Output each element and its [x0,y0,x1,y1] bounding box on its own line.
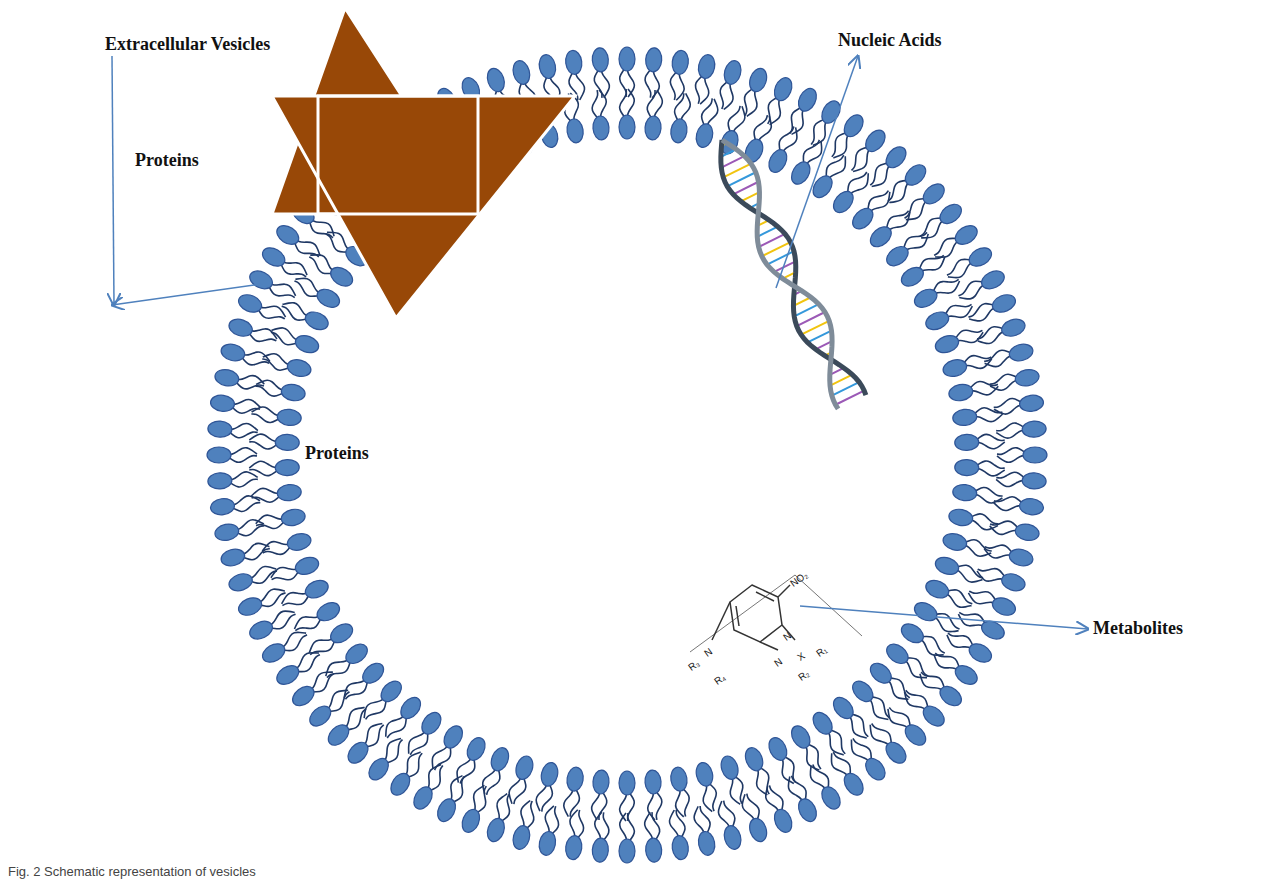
label-text: Proteins [135,150,199,171]
label-text: Extracellular Vesicles [105,34,270,55]
leader-arrows [112,56,1088,629]
chem-atom: N [702,646,714,659]
metabolite-structure [690,575,862,652]
membrane-protein [272,8,575,318]
chem-atom: N [772,656,784,669]
figure-caption: Fig. 2 Schematic representation of vesic… [8,864,256,879]
label-text: Metabolites [1093,618,1183,639]
chem-atom: R₃ [686,658,702,673]
chem-atom: N [781,630,793,643]
chem-atom: R₄ [712,672,728,687]
lipid-bilayer [207,47,1047,863]
chem-atom: R₁ [814,644,829,659]
label-text: Proteins [305,443,369,464]
chem-atom: R₂ [796,668,811,683]
label-text: Nucleic Acids [838,30,942,51]
chem-atom: X [795,650,807,663]
dna-helix [721,140,866,409]
